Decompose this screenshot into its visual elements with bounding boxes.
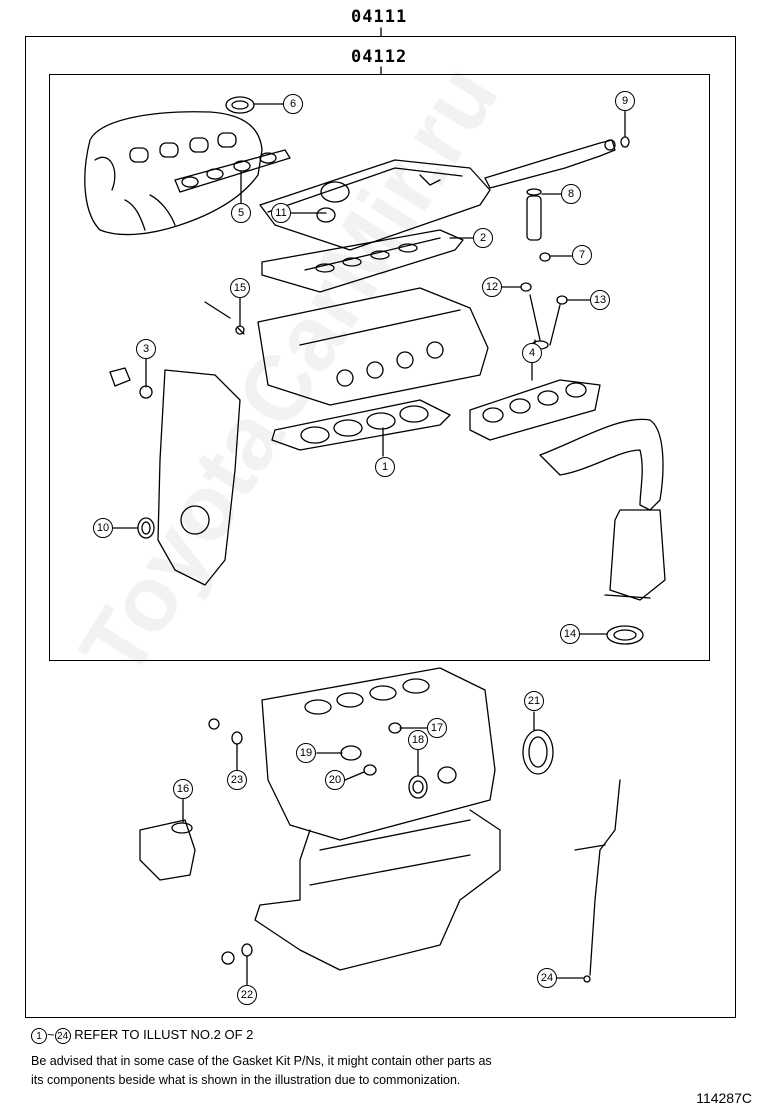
callout-22[interactable]: 22 [237,985,257,1005]
callout-21[interactable]: 21 [524,691,544,711]
callout-4[interactable]: 4 [522,343,542,363]
callout-10[interactable]: 10 [93,518,113,538]
exhaust-gasket-drawing [469,379,601,441]
cylinder-head-drawing [257,287,489,406]
callout-3[interactable]: 3 [136,339,156,359]
range-start-callout: 1 [31,1027,47,1044]
refer-text: REFER TO ILLUST NO.2 OF 2 [74,1027,254,1042]
refer-note: 1~24 REFER TO ILLUST NO.2 OF 2 [31,1026,253,1044]
callout-12[interactable]: 12 [482,277,502,297]
head-gasket-drawing [271,399,451,451]
callout-6[interactable]: 6 [283,94,303,114]
head-cover-gasket-drawing [261,229,464,293]
callout-23[interactable]: 23 [227,770,247,790]
commonization-note-line1: Be advised that in some case of the Gask… [31,1054,492,1068]
callout-1[interactable]: 1 [375,457,395,477]
timing-cover-drawing [157,369,241,586]
range-end-callout: 24 [54,1027,71,1044]
callout-7[interactable]: 7 [572,245,592,265]
callout-2[interactable]: 2 [473,228,493,248]
inner-kit-frame [49,74,710,661]
exhaust-manifold-drawing [539,418,666,601]
outer-kit-code: 04111 [351,7,408,27]
inner-kit-code: 04112 [351,47,408,67]
callout-16[interactable]: 16 [173,779,193,799]
intake-gasket-drawing [174,149,291,193]
outer-kit-frame [25,36,736,1018]
range-separator: ~ [47,1027,55,1042]
cylinder-block-drawing [254,667,501,971]
illustration-id: 114287C [696,1090,752,1106]
callout-9[interactable]: 9 [615,91,635,111]
callout-20[interactable]: 20 [325,770,345,790]
callout-18[interactable]: 18 [408,730,428,750]
intake-manifold-drawing [84,111,263,236]
callout-8[interactable]: 8 [561,184,581,204]
callout-11[interactable]: 11 [271,203,291,223]
callout-17[interactable]: 17 [427,718,447,738]
callout-13[interactable]: 13 [590,290,610,310]
head-cover-drawing [259,159,491,251]
callout-5[interactable]: 5 [231,203,251,223]
callout-15[interactable]: 15 [230,278,250,298]
callout-14[interactable]: 14 [560,624,580,644]
callout-19[interactable]: 19 [296,743,316,763]
callout-24[interactable]: 24 [537,968,557,988]
commonization-note-line2: its components beside what is shown in t… [31,1073,461,1087]
